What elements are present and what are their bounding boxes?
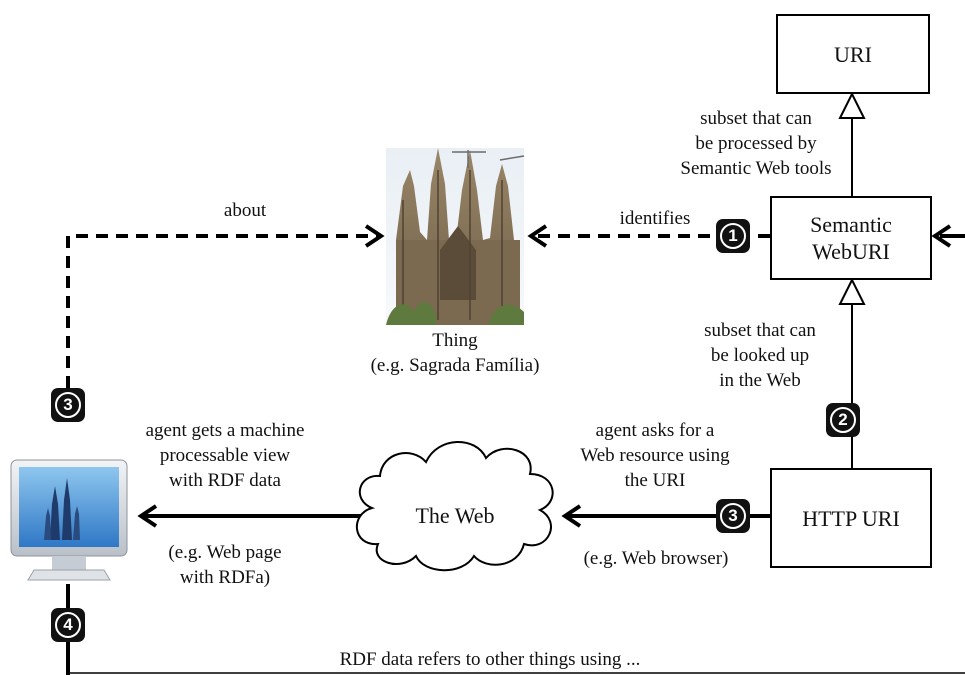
computer-agent-icon <box>10 459 128 581</box>
step-number: 4 <box>55 612 81 638</box>
web-browser-label: (e.g. Web browser) <box>583 548 729 569</box>
the-web-cloud <box>355 441 554 572</box>
step-number: 1 <box>720 223 746 249</box>
http-uri-node: HTTP URI <box>770 468 932 568</box>
step-number: 2 <box>830 407 856 433</box>
rdf-refers-label: RDF data refers to other things using ..… <box>339 649 641 670</box>
step-badge-3-agent: 3 <box>51 388 85 422</box>
semantic-web-uri-node: Semantic WebURI <box>770 196 932 280</box>
web-page-label: (e.g. Web page with RDFa) <box>168 542 282 588</box>
about-label: about <box>223 200 267 221</box>
subset-triangle-semantic <box>838 277 866 305</box>
response-arrowhead <box>137 504 158 528</box>
subset-triangle-uri <box>838 91 866 119</box>
agent-asks-label: agent asks for a Web resource using the … <box>580 420 730 491</box>
agent-gets-label: agent gets a machine processable view wi… <box>145 420 305 491</box>
step-number: 3 <box>55 392 81 418</box>
subset-lookup-label: subset that can be looked up in the Web <box>704 320 816 391</box>
http-uri-label: HTTP URI <box>802 505 900 531</box>
uri-node: URI <box>776 14 930 94</box>
about-connector <box>66 234 378 388</box>
subset-semantic-label: subset that can be processed by Semantic… <box>680 108 832 179</box>
step-number: 3 <box>720 503 746 529</box>
semantic-web-uri-label: Semantic WebURI <box>810 212 892 264</box>
the-web-label: The Web <box>415 503 495 528</box>
step-badge-2-lookup: 2 <box>826 403 860 437</box>
step-badge-3-request: 3 <box>716 499 750 533</box>
incoming-reference-arrowhead <box>931 224 952 248</box>
about-arrowhead <box>364 224 385 248</box>
uri-label: URI <box>834 41 872 67</box>
identifies-arrowhead <box>527 224 548 248</box>
identifies-label: identifies <box>619 208 691 229</box>
step-badge-4-refers: 4 <box>51 608 85 642</box>
thing-label: Thing (e.g. Sagrada Família) <box>370 330 540 376</box>
sagrada-familia-image <box>386 148 525 325</box>
request-arrowhead <box>561 504 582 528</box>
step-badge-1-identifies: 1 <box>716 219 750 253</box>
